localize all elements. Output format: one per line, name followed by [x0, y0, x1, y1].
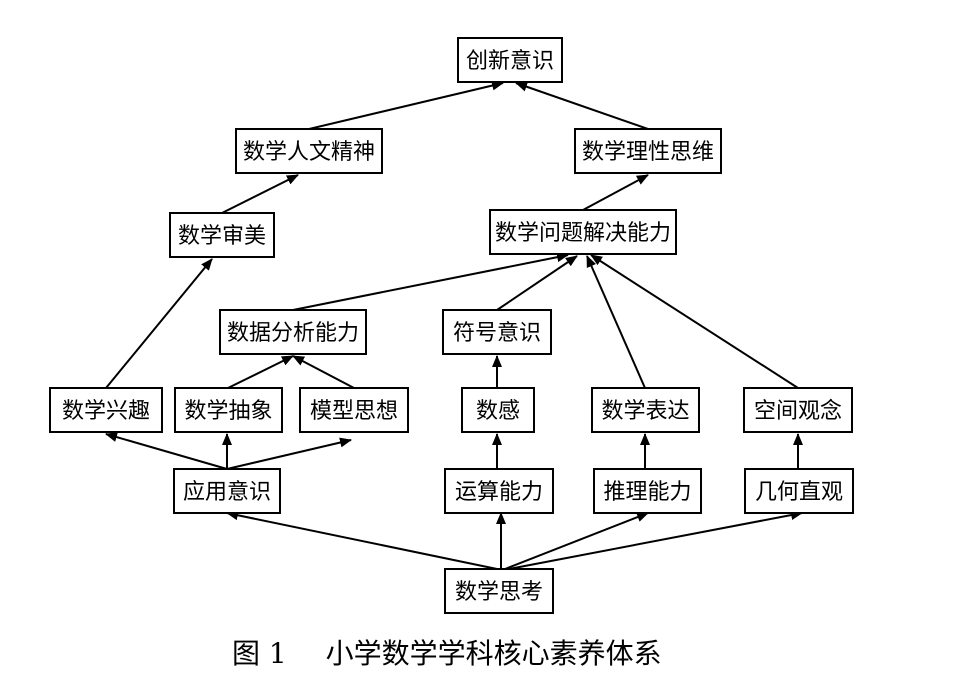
node-label: 几何直观	[755, 480, 843, 505]
node-label: 符号意识	[453, 321, 541, 346]
node-box	[489, 209, 677, 255]
node-box	[49, 387, 163, 433]
node-box	[593, 468, 702, 514]
node-label: 数学兴趣	[62, 399, 150, 424]
node-model-thinking: 模型思想	[299, 387, 409, 433]
node-label: 模型思想	[310, 399, 398, 424]
node-box	[457, 37, 563, 83]
node-box	[574, 128, 722, 174]
node-math-humanities: 数学人文精神	[235, 128, 383, 174]
node-box	[744, 468, 854, 514]
node-box	[219, 309, 367, 355]
node-box	[461, 387, 535, 433]
edge-math-expression-to-problem-solving	[586, 255, 646, 389]
node-spatial-concept: 空间观念	[743, 387, 853, 433]
node-box	[591, 387, 700, 433]
edge-application-to-math-interest	[105, 432, 228, 470]
node-computation: 运算能力	[444, 468, 554, 514]
node-label: 空间观念	[754, 399, 842, 424]
node-math-rational: 数学理性思维	[574, 128, 722, 174]
edge-math-interest-to-math-aesthetics	[105, 258, 213, 389]
node-label: 应用意识	[183, 480, 271, 505]
edge-model-thinking-to-data-analysis	[292, 355, 355, 389]
node-label: 数据分析能力	[227, 321, 359, 346]
node-math-interest: 数学兴趣	[49, 387, 163, 433]
node-label: 数学抽象	[184, 399, 272, 424]
edge-data-analysis-to-problem-solving	[292, 252, 569, 311]
node-box	[442, 309, 552, 355]
node-label: 数学问题解决能力	[495, 221, 671, 246]
node-number-sense: 数感	[461, 387, 535, 433]
node-box	[174, 387, 283, 433]
node-math-thinking: 数学思考	[444, 568, 554, 614]
node-label: 数学表达	[601, 399, 689, 424]
node-math-aesthetics: 数学审美	[169, 212, 275, 258]
node-label: 数学人文精神	[243, 140, 375, 165]
node-box	[173, 468, 281, 514]
node-symbol-sense: 符号意识	[442, 309, 552, 355]
node-label: 推理能力	[603, 480, 691, 505]
edge-math-rational-to-innovation	[515, 81, 649, 130]
node-data-analysis: 数据分析能力	[219, 309, 367, 355]
node-label: 创新意识	[466, 49, 554, 74]
figure-number: 图 1	[232, 637, 287, 670]
figure-title: 小学数学学科核心素养体系	[326, 637, 662, 670]
edge-math-humanities-to-innovation	[308, 80, 504, 130]
edge-math-thinking-to-reasoning	[504, 512, 649, 570]
node-box	[444, 468, 554, 514]
node-box	[743, 387, 853, 433]
edge-math-thinking-to-geometric-intuition	[508, 510, 803, 570]
node-innovation: 创新意识	[457, 37, 563, 83]
node-problem-solving: 数学问题解决能力	[489, 209, 677, 255]
node-math-abstraction: 数学抽象	[174, 387, 283, 433]
node-geometric-intuition: 几何直观	[744, 468, 854, 514]
node-box	[444, 568, 554, 614]
edge-math-thinking-to-application	[226, 510, 498, 570]
node-box	[169, 212, 275, 258]
node-label: 数学审美	[178, 224, 266, 249]
figure-caption: 图 1 小学数学学科核心素养体系	[232, 637, 662, 670]
node-box	[299, 387, 409, 433]
node-label: 数学理性思维	[582, 140, 714, 165]
edge-math-abstraction-to-data-analysis	[227, 355, 294, 389]
node-application: 应用意识	[173, 468, 281, 514]
edge-problem-solving-to-math-rational	[582, 174, 649, 211]
node-label: 运算能力	[455, 480, 543, 505]
node-label: 数学思考	[455, 580, 543, 605]
edge-spatial-concept-to-problem-solving	[590, 254, 799, 389]
edge-math-aesthetics-to-math-humanities	[221, 174, 299, 214]
edge-application-to-model-thinking	[226, 437, 352, 470]
node-math-expression: 数学表达	[591, 387, 700, 433]
node-box	[235, 128, 383, 174]
node-reasoning: 推理能力	[593, 468, 702, 514]
node-label: 数感	[476, 399, 520, 424]
edges-layer	[105, 80, 803, 570]
edge-symbol-sense-to-problem-solving	[496, 255, 578, 311]
